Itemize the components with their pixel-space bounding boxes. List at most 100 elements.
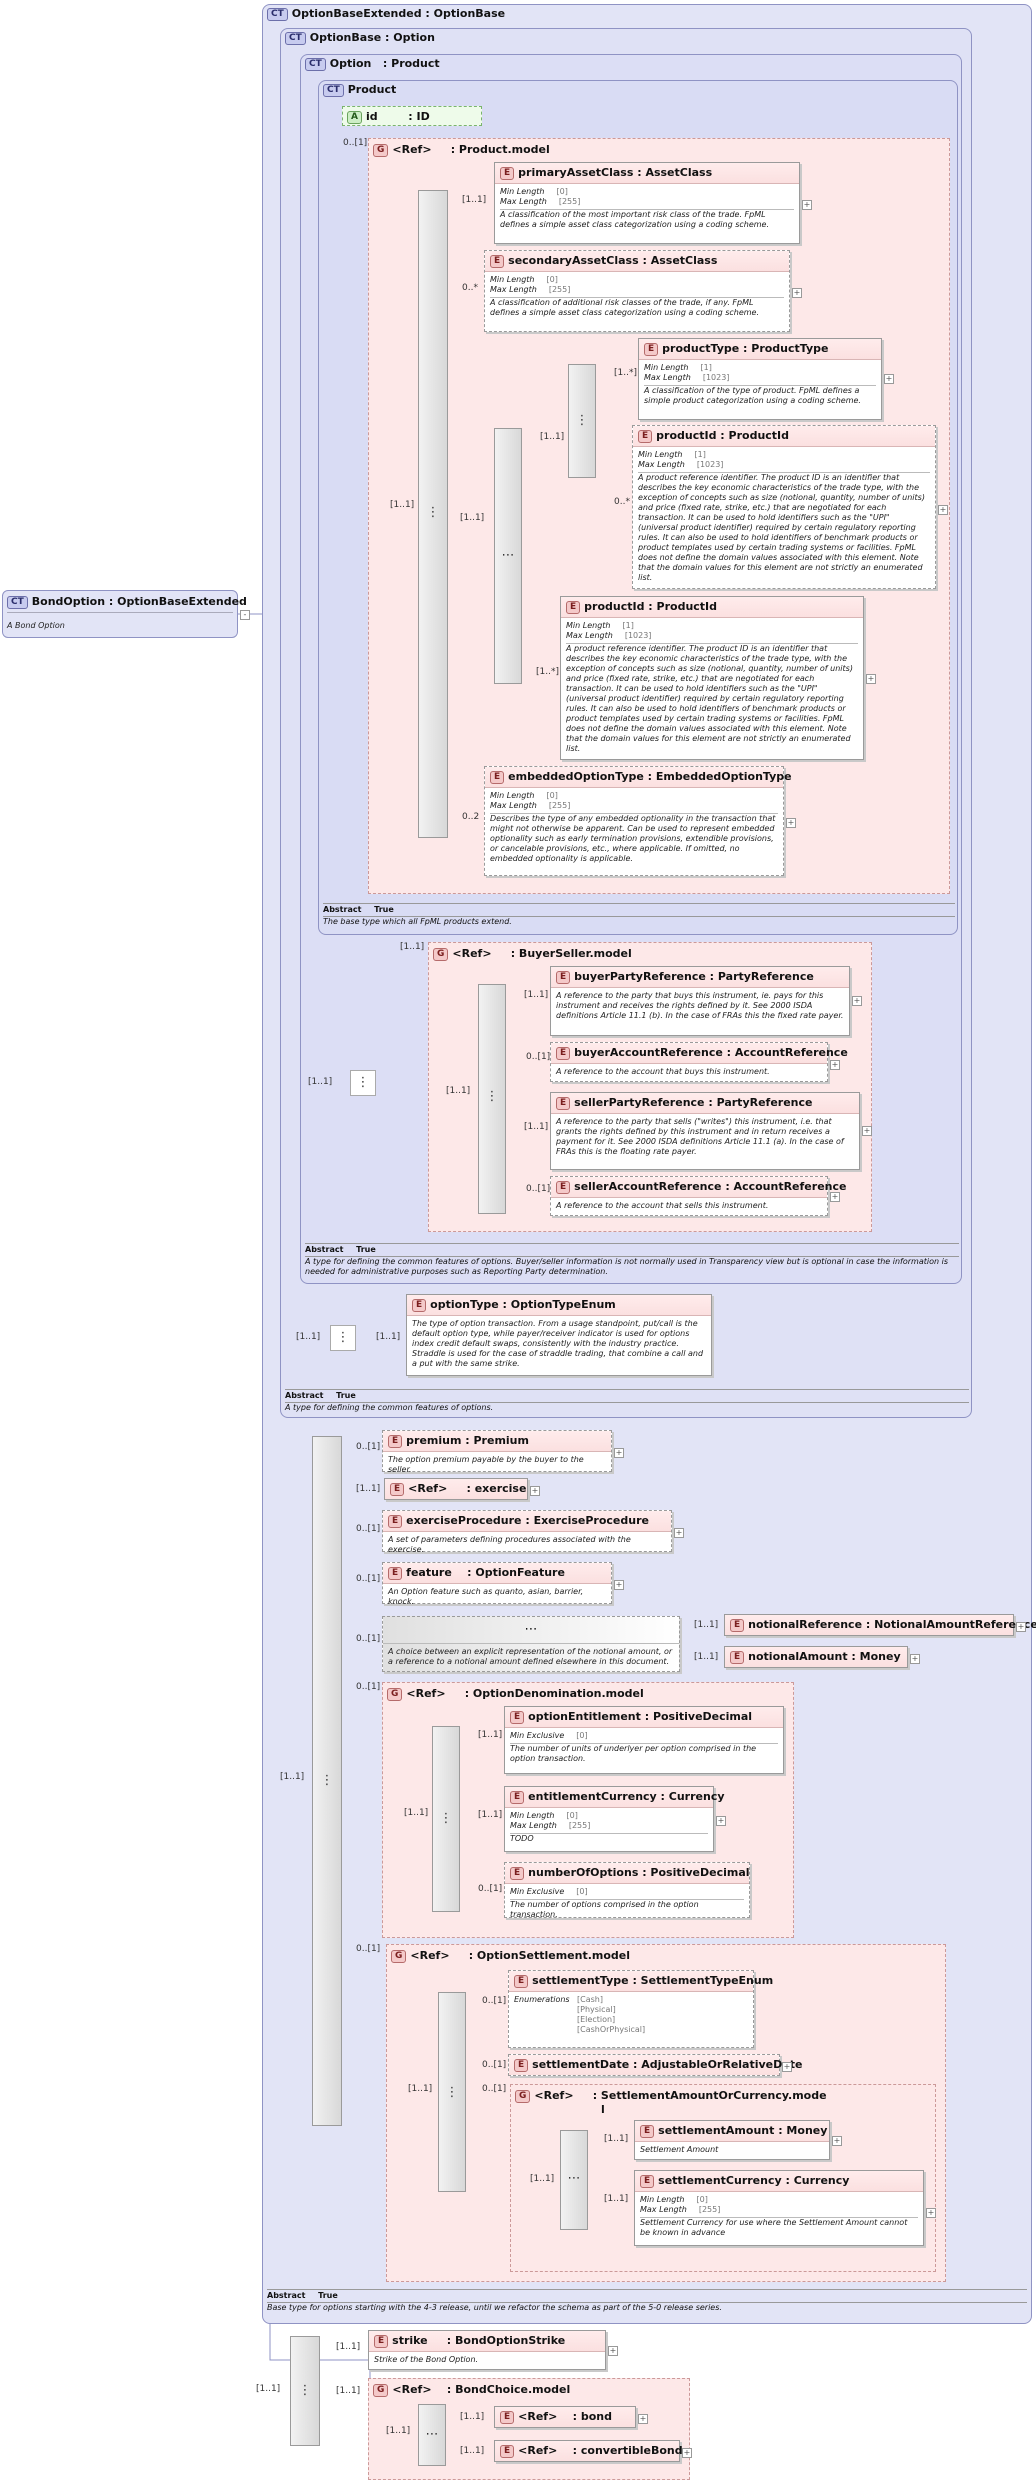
element-name: strike — [392, 2334, 428, 2347]
element-tag: E — [374, 2334, 389, 2348]
expand-icon[interactable]: + — [674, 1528, 684, 1538]
group-tag: G — [373, 2383, 389, 2397]
sequence-compositor[interactable]: ⋮ — [568, 364, 596, 478]
choice-notional[interactable]: ⋯ A choice between an explicit represent… — [382, 1616, 680, 1672]
cardinality: [1..1] — [604, 2194, 629, 2204]
element-bond-ref[interactable]: E<Ref> : bond — [494, 2406, 636, 2428]
expand-icon[interactable]: + — [832, 2136, 842, 2146]
expand-icon[interactable]: + — [608, 2346, 618, 2356]
expand-icon[interactable]: + — [866, 674, 876, 684]
choice-compositor[interactable]: ⋯ — [418, 2404, 446, 2466]
expand-icon[interactable]: + — [792, 288, 802, 298]
element-tag: E — [730, 1650, 745, 1664]
sequence-icon: ⋮ — [320, 1773, 334, 1788]
expand-icon[interactable]: + — [786, 818, 796, 828]
abstract-value: True — [374, 905, 394, 914]
element-name: notionalReference : NotionalAmountRefere… — [748, 1618, 1036, 1631]
element-doc: An Option feature such as quanto, asian,… — [388, 1586, 584, 1606]
element-name: sellerAccountReference : AccountReferenc… — [574, 1180, 847, 1193]
sequence-compositor[interactable]: ⋮ — [478, 984, 506, 1214]
cardinality: [1..1] — [462, 195, 487, 205]
expand-icon[interactable]: + — [802, 200, 812, 210]
sequence-compositor[interactable]: ⋮ — [432, 1726, 460, 1912]
enum-value: [Physical] — [577, 2004, 616, 2014]
choice-compositor[interactable]: ⋯ — [560, 2130, 588, 2230]
sequence-compositor[interactable]: ⋮ — [418, 190, 448, 838]
expand-icon[interactable]: - — [240, 610, 250, 620]
element-exercise-ref[interactable]: E<Ref> : exercise — [384, 1478, 528, 1500]
element-doc: A product reference identifier. The prod… — [638, 471, 930, 583]
expand-icon[interactable]: + — [1016, 1622, 1026, 1632]
expand-icon[interactable]: + — [830, 1192, 840, 1202]
expand-icon[interactable]: + — [614, 1580, 624, 1590]
sequence-compositor[interactable]: ⋮ — [438, 1992, 466, 2192]
expand-icon[interactable]: + — [852, 996, 862, 1006]
ref-label: <Ref> — [518, 2444, 558, 2457]
element-name: sellerPartyReference : PartyReference — [574, 1096, 813, 1109]
element-tag: E — [490, 770, 505, 784]
expand-icon[interactable]: + — [614, 1448, 624, 1458]
enum-value: [CashOrPhysical] — [577, 2024, 646, 2034]
expand-icon[interactable]: + — [782, 2062, 792, 2072]
ref-label: <Ref> — [410, 1949, 450, 1962]
facet-label: Max Length — [510, 1820, 557, 1830]
element-name: productId : ProductId — [656, 429, 790, 442]
expand-icon[interactable]: + — [830, 1060, 840, 1070]
expand-icon[interactable]: + — [862, 1126, 872, 1136]
element-name: primaryAssetClass : AssetClass — [518, 166, 713, 179]
choice-compositor[interactable]: ⋯ — [494, 428, 522, 684]
expand-icon[interactable]: + — [682, 2448, 692, 2458]
group-tag: G — [515, 2089, 531, 2103]
sequence-compositor[interactable]: ⋮ — [290, 2336, 320, 2446]
ref-label: <Ref> — [518, 2410, 558, 2423]
facet-label: Max Length — [490, 800, 537, 810]
facet-label: Min Length — [640, 2194, 685, 2204]
element-convertible-bond-ref[interactable]: E<Ref> : convertibleBond — [494, 2440, 683, 2462]
expand-icon[interactable]: + — [938, 505, 948, 515]
attr-type: : ID — [408, 110, 430, 123]
element-doc: A classification of the type of product.… — [644, 384, 876, 406]
sequence-compositor[interactable]: ⋮ — [312, 1436, 342, 2126]
group-bond-choice-model[interactable]: G<Ref> : BondChoice.model — [368, 2378, 690, 2480]
expand-icon[interactable]: + — [926, 2208, 936, 2218]
element-doc: A reference to the party that buys this … — [556, 990, 844, 1020]
sequence-icon[interactable]: ⋮ — [350, 1070, 376, 1096]
expand-icon[interactable]: + — [884, 374, 894, 384]
abstract-label: Abstract — [323, 905, 362, 914]
expand-icon[interactable]: + — [638, 2414, 648, 2424]
expand-icon[interactable]: + — [910, 1654, 920, 1664]
element-tag: E — [556, 1096, 571, 1110]
expand-icon[interactable]: + — [530, 1486, 540, 1496]
element-name: settlementAmount : Money — [658, 2124, 828, 2137]
expand-icon[interactable]: + — [716, 1816, 726, 1826]
enum-value: [Election] — [577, 2014, 616, 2024]
cardinality: 0..[1] — [356, 1634, 381, 1644]
sequence-icon[interactable]: ⋮ — [330, 1325, 356, 1351]
